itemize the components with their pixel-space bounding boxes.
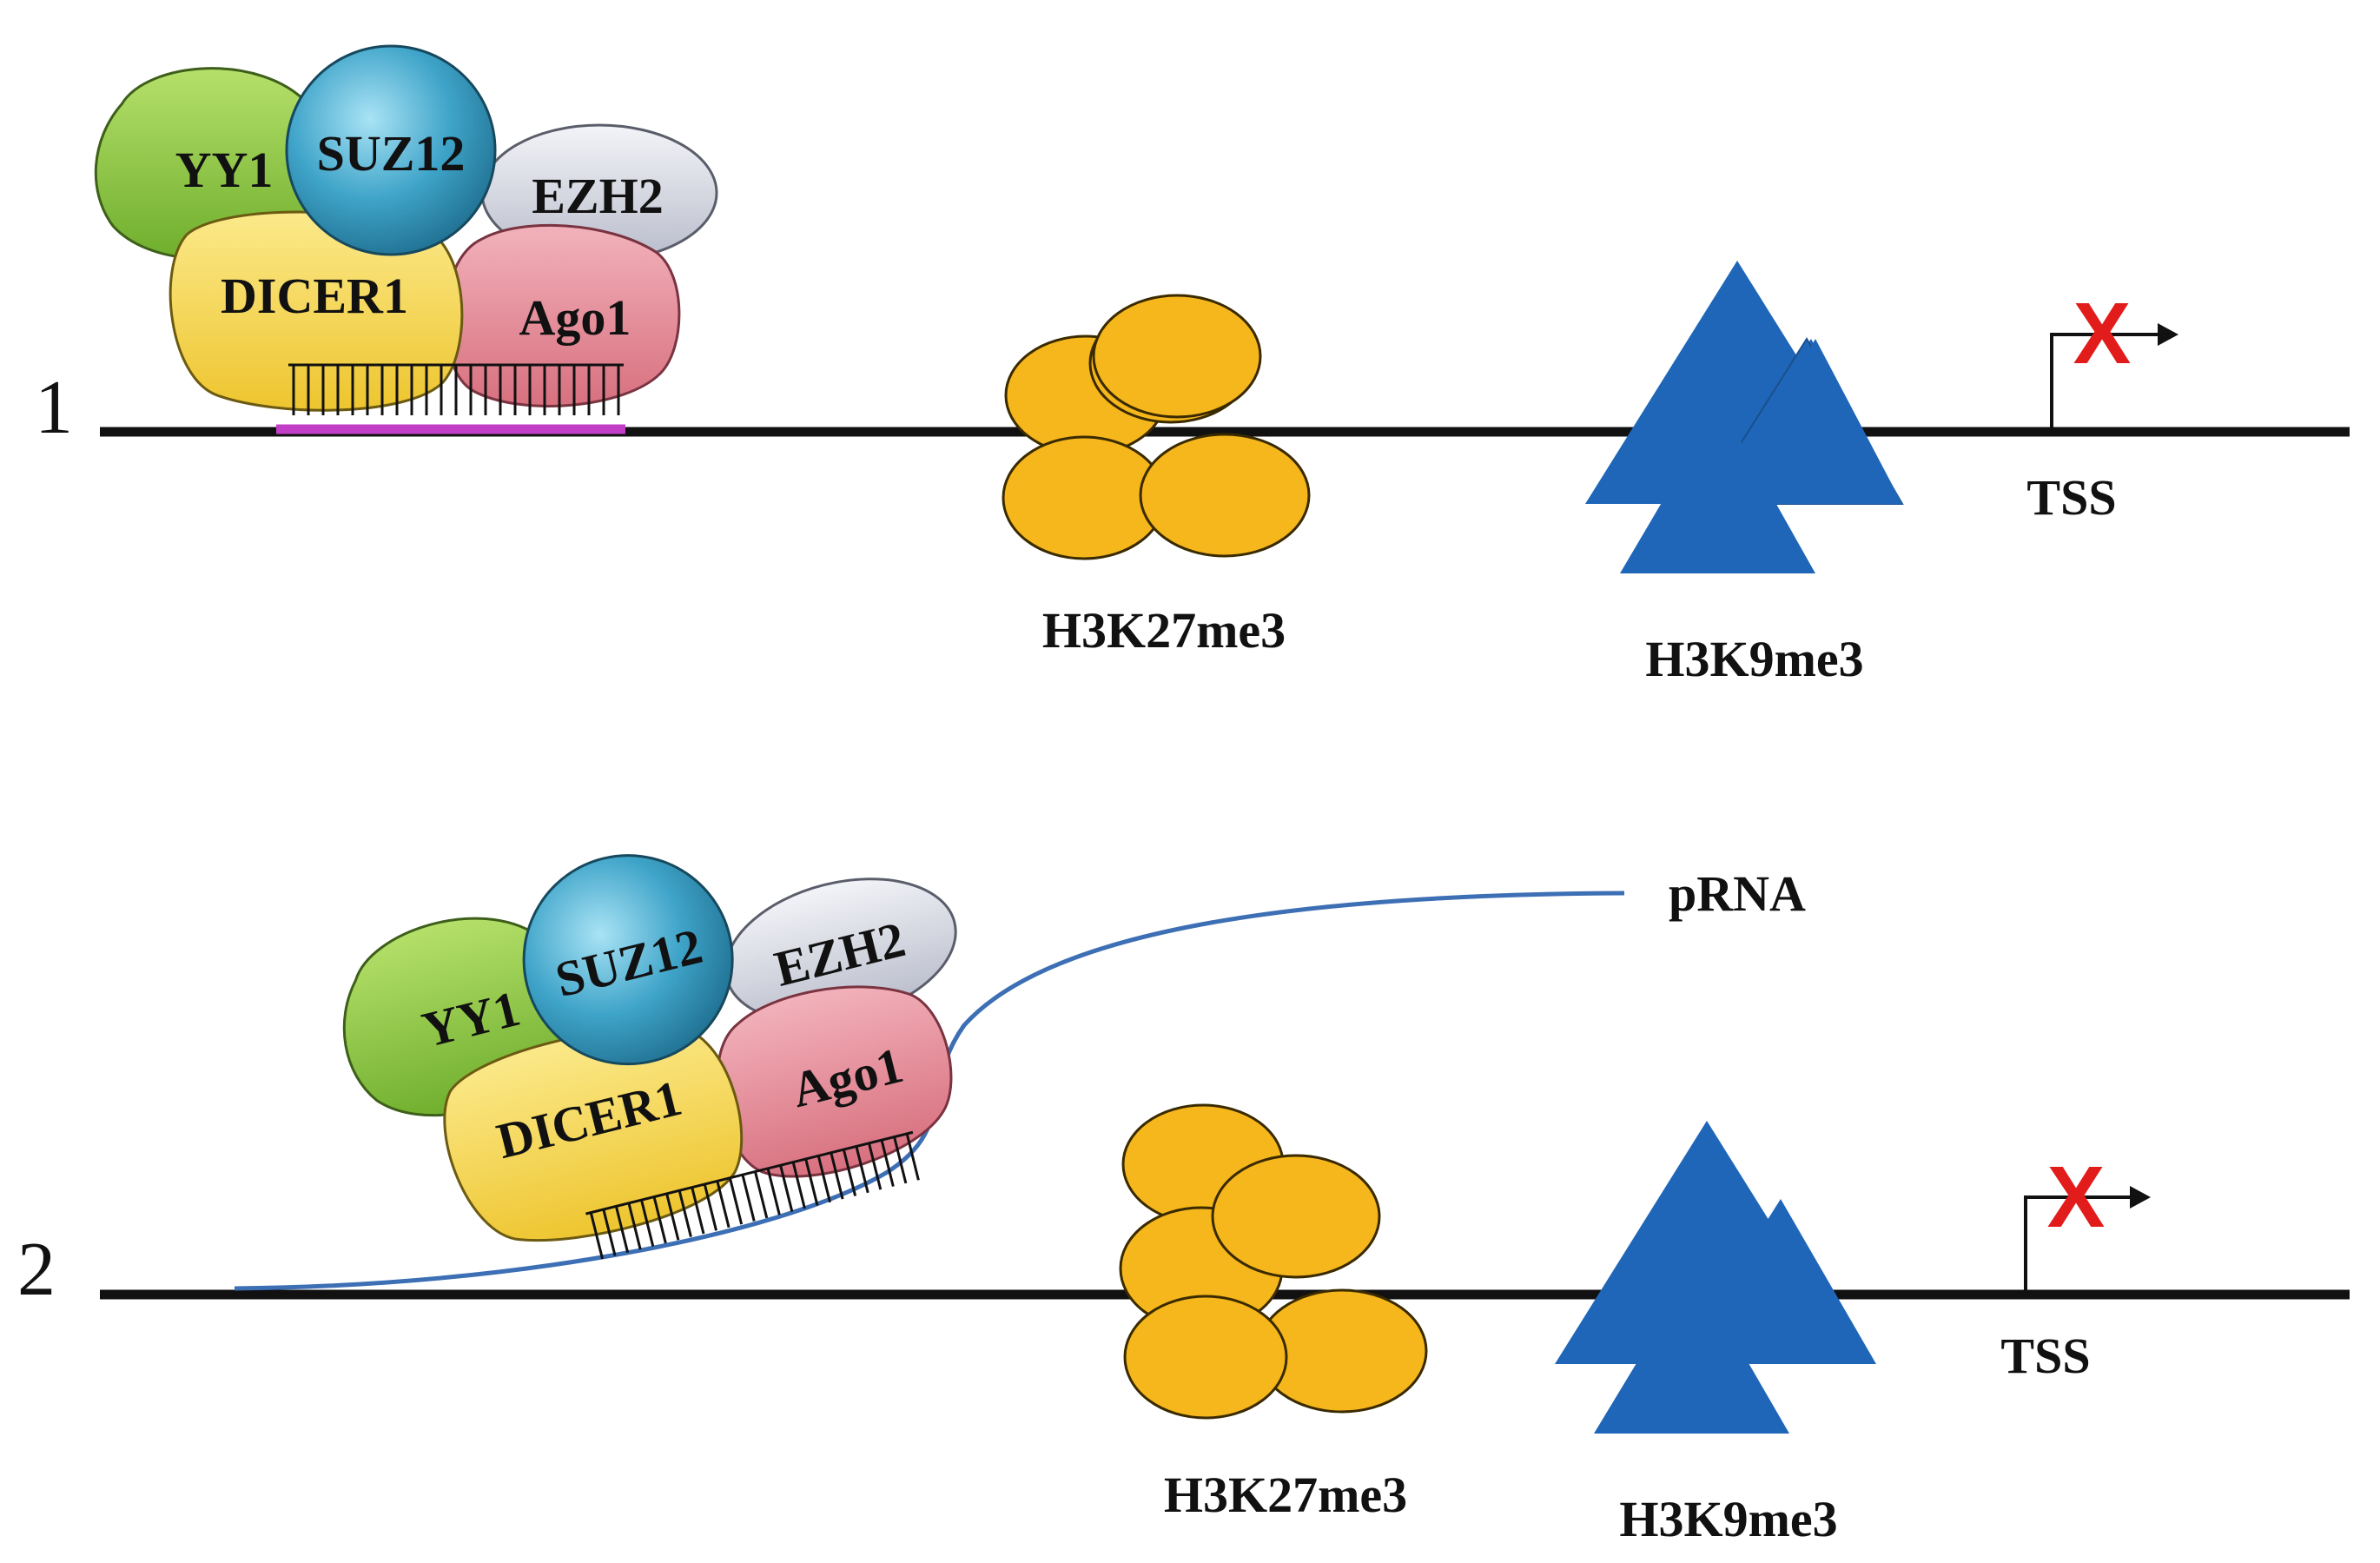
small-rna-duplex bbox=[585, 1130, 920, 1260]
protein-complex: YY1 EZH2 Ago1 DICER1 SUZ12 bbox=[342, 854, 957, 1260]
small-rna-duplex bbox=[288, 363, 624, 415]
ezh2-label: EZH2 bbox=[532, 168, 664, 224]
ago1-protein: Ago1 bbox=[716, 985, 953, 1178]
h3k9me3-marks: H3K9me3 bbox=[1555, 1121, 1876, 1547]
yy1-protein: YY1 bbox=[94, 67, 326, 261]
tss-promoter: X TSS bbox=[2026, 285, 2178, 526]
triangle bbox=[1676, 1199, 1876, 1364]
arrow-head-icon bbox=[2158, 323, 2178, 346]
nucleosome bbox=[1092, 294, 1262, 419]
h3k27me3-label: H3K27me3 bbox=[1042, 602, 1286, 659]
tss-arrow bbox=[2024, 1195, 2135, 1295]
dicer1-protein: DICER1 bbox=[443, 1025, 744, 1242]
h3k27me3-nucleosomes: H3K27me3 bbox=[1002, 294, 1311, 659]
h3k9me3-label: H3K9me3 bbox=[1645, 631, 1863, 687]
h3k27me3-label: H3K27me3 bbox=[1164, 1467, 1407, 1523]
h3k27me3-nucleosomes: H3K27me3 bbox=[1119, 1103, 1428, 1523]
suz12-protein: SUZ12 bbox=[522, 854, 734, 1066]
protein-complex: YY1 EZH2 Ago1 DICER1 SUZ12 bbox=[94, 44, 718, 415]
duplex-rungs bbox=[589, 1133, 920, 1260]
suz12-label: SUZ12 bbox=[317, 125, 466, 182]
duplex-rungs bbox=[292, 365, 620, 415]
triangle bbox=[1620, 404, 1815, 573]
panel-1: 1 YY1 EZH2 Ago1 DICER1 SU bbox=[35, 44, 2350, 687]
ago1-protein: Ago1 bbox=[444, 223, 681, 407]
tss-promoter: X TSS bbox=[2000, 1149, 2151, 1384]
prna-label: pRNA bbox=[1669, 865, 1806, 922]
nucleosome bbox=[1211, 1154, 1381, 1279]
suz12-protein: SUZ12 bbox=[285, 44, 497, 256]
arrow-head-icon bbox=[2130, 1186, 2151, 1209]
panel-number: 2 bbox=[17, 1228, 56, 1312]
dicer1-protein: DICER1 bbox=[169, 210, 464, 412]
ago1-label: Ago1 bbox=[519, 289, 631, 346]
nucleosome bbox=[1123, 1295, 1288, 1420]
tss-arrow bbox=[2050, 333, 2163, 432]
blocked-x-icon: X bbox=[2073, 285, 2132, 382]
yy1-label: YY1 bbox=[175, 142, 274, 198]
dicer1-label: DICER1 bbox=[221, 268, 408, 324]
h3k9me3-marks: H3K9me3 bbox=[1585, 261, 1904, 687]
panel-number: 1 bbox=[35, 366, 73, 450]
tss-label: TSS bbox=[2000, 1328, 2090, 1384]
blocked-x-icon: X bbox=[2047, 1149, 2106, 1246]
nucleosome bbox=[1139, 433, 1311, 558]
tss-label: TSS bbox=[2026, 469, 2116, 526]
triangle bbox=[1594, 1268, 1789, 1434]
h3k9me3-label: H3K9me3 bbox=[1619, 1491, 1837, 1547]
panel-2: 2 pRNA YY1 EZH2 Ago1 DICER1 bbox=[17, 854, 2350, 1547]
ezh2-protein: EZH2 bbox=[724, 878, 957, 1024]
